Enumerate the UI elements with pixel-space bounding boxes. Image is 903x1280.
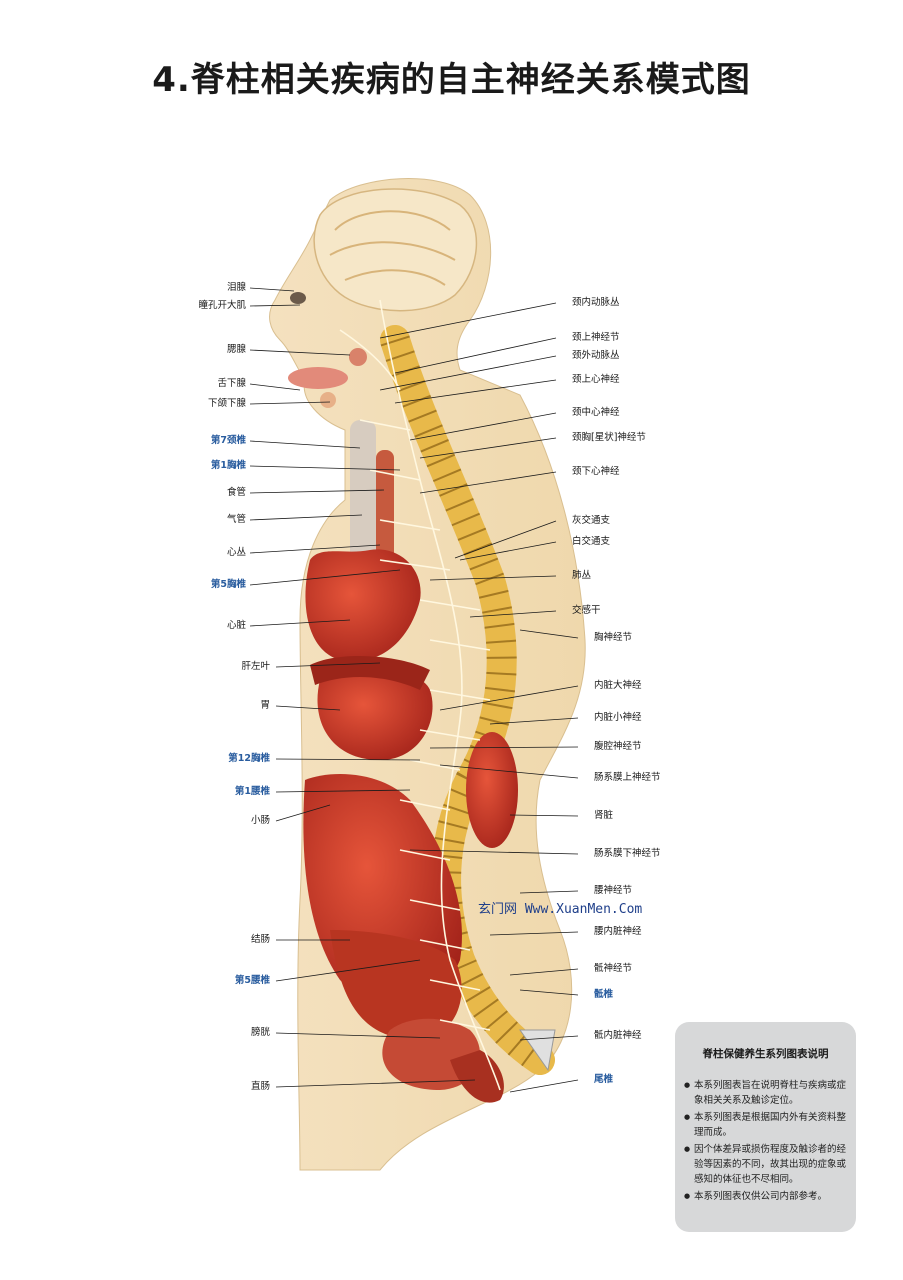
label-bladder: 膀胱 [250, 1027, 270, 1038]
label-lacrimal-gland: 泪腺 [226, 282, 246, 293]
stomach-organ [317, 667, 433, 760]
label-lesser-splanchnic: 内脏小神经 [594, 712, 642, 723]
label-esophagus: 食管 [226, 487, 246, 498]
label-cardiac-plexus: 心丛 [226, 547, 246, 558]
parotid-gland [349, 348, 367, 366]
label-l5: 第5腰椎 [234, 975, 270, 986]
label-mid-cardiac-nerve: 颈中心神经 [572, 407, 620, 418]
label-trachea: 气管 [226, 514, 246, 525]
label-sup-cardiac-nerve: 颈上心神经 [572, 374, 620, 385]
label-stellate-ganglion: 颈胸[星状]神经节 [572, 432, 646, 443]
heart-organ [305, 549, 421, 662]
label-heart: 心脏 [226, 620, 246, 631]
label-coccyx: 尾椎 [594, 1074, 614, 1085]
label-greater-splanchnic: 内脏大神经 [594, 680, 642, 691]
brain-folds [329, 210, 456, 286]
label-liver-left: 肝左叶 [241, 661, 270, 672]
info-item: 本系列图表是根据国内外有关资料整理而成。 [684, 1110, 852, 1140]
label-thoracic-ganglion: 胸神经节 [594, 632, 633, 643]
label-sacral-ganglion: 骶神经节 [594, 963, 633, 974]
info-box-list: 本系列图表旨在说明脊柱与疾病或症象相关关系及触诊定位。 本系列图表是根据国内外有… [684, 1078, 852, 1206]
label-inf-cardiac-nerve: 颈下心神经 [572, 466, 620, 477]
label-t12: 第12胸椎 [228, 753, 270, 764]
label-submandibular: 下颌下腺 [207, 398, 246, 409]
label-parotid: 腮腺 [226, 344, 246, 355]
label-small-intestine: 小肠 [250, 815, 270, 826]
label-sacral-splanchnic: 骶内脏神经 [594, 1030, 642, 1041]
label-stomach: 胃 [260, 700, 270, 711]
colon-organ [330, 930, 462, 1040]
left-leader-lines [249, 287, 476, 1088]
info-box-title: 脊柱保健养生系列图表说明 [702, 1048, 829, 1060]
label-sublingual: 舌下腺 [217, 378, 246, 389]
page-title: 4.脊柱相关疾病的自主神经关系模式图 [152, 60, 751, 100]
label-sacrum: 骶椎 [594, 989, 614, 1000]
label-lumbar-ganglion: 腰神经节 [594, 885, 633, 896]
submandibular-gland [320, 392, 336, 408]
label-l1: 第1腰椎 [234, 786, 270, 797]
label-t5: 第5胸椎 [210, 579, 246, 590]
info-item: 本系列图表仅供公司内部参考。 [684, 1189, 852, 1204]
label-t1: 第1胸椎 [210, 460, 246, 471]
label-inf-mesenteric-ganglion: 肠系膜下神经节 [594, 848, 661, 859]
label-colon: 结肠 [250, 934, 270, 945]
label-white-ramus: 白交通支 [572, 536, 611, 547]
label-pulmonary-plexus: 肺丛 [572, 570, 592, 581]
label-lumbar-splanchnic: 腰内脏神经 [594, 926, 642, 937]
label-kidney: 肾脏 [594, 810, 614, 821]
watermark: 玄门网 Www.XuanMen.Com [478, 902, 643, 917]
coccyx-shape [519, 1029, 556, 1072]
label-rectum: 直肠 [250, 1081, 270, 1092]
label-ext-carotid-plexus: 颈外动脉丛 [572, 350, 620, 361]
nerve-network [339, 299, 501, 1091]
right-leader-lines [379, 302, 579, 1093]
label-sympathetic-trunk: 交感干 [572, 605, 601, 616]
tongue [288, 367, 348, 389]
info-item: 因个体差异或损伤程度及触诊者的经验等因素的不同，故其出现的症象或感知的体征也不尽… [684, 1142, 852, 1187]
label-sup-cervical-ganglion: 颈上神经节 [572, 332, 620, 343]
label-pupil-dilator: 瞳孔开大肌 [198, 300, 246, 311]
label-sup-mesenteric-ganglion: 肠系膜上神经节 [594, 772, 661, 783]
eye [290, 292, 306, 304]
info-item: 本系列图表旨在说明脊柱与疾病或症象相关关系及触诊定位。 [684, 1078, 852, 1108]
label-c7: 第7颈椎 [210, 435, 246, 446]
info-box: 脊柱保健养生系列图表说明 本系列图表旨在说明脊柱与疾病或症象相关关系及触诊定位。… [675, 1022, 856, 1232]
label-int-carotid-plexus: 颈内动脉丛 [572, 297, 620, 308]
label-gray-ramus: 灰交通支 [572, 515, 611, 526]
trachea-shape [350, 420, 376, 560]
kidney-organ [466, 732, 518, 848]
label-celiac-ganglion: 腹腔神经节 [594, 741, 642, 752]
